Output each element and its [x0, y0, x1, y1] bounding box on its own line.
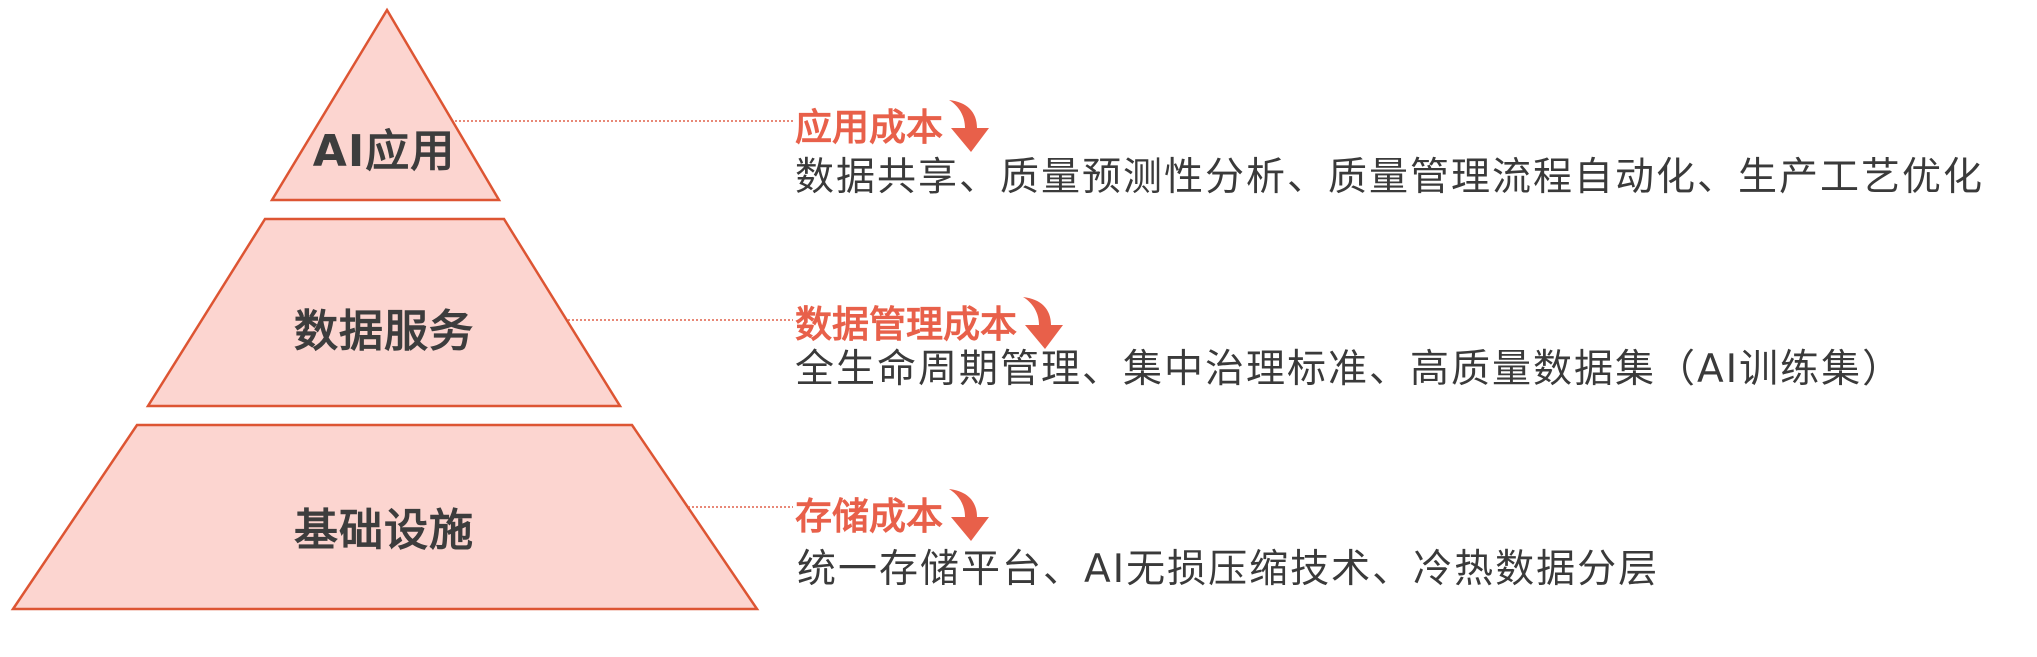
cost-title-application: 应用成本 — [795, 98, 995, 152]
curved-down-arrow-icon — [949, 489, 989, 541]
cost-description-storage: 统一存储平台、AI无损压缩技术、冷热数据分层 — [797, 547, 1660, 592]
cost-title-storage: 存储成本 — [795, 487, 995, 541]
tier-label-data-services: 数据服务 — [294, 306, 474, 357]
cost-title-text: 数据管理成本 — [795, 303, 1017, 346]
cost-title-data-management: 数据管理成本 — [795, 295, 1069, 349]
tier-ai-application-shape — [269, 7, 502, 202]
tier-label-infrastructure: 基础设施 — [294, 505, 474, 556]
tier-infrastructure-shape — [10, 423, 760, 611]
cost-title-text: 应用成本 — [795, 106, 943, 149]
curved-down-arrow-icon — [949, 100, 989, 152]
tier-label-ai-application: AI应用 — [312, 126, 456, 177]
tier-data-services-shape — [145, 217, 623, 408]
cost-description-application: 数据共享、质量预测性分析、质量管理流程自动化、生产工艺优化 — [795, 155, 1985, 200]
cost-description-data-management: 全生命周期管理、集中治理标准、高质量数据集（AI训练集） — [795, 347, 1904, 392]
curved-down-arrow-icon — [1023, 297, 1063, 349]
cost-title-text: 存储成本 — [795, 495, 943, 538]
